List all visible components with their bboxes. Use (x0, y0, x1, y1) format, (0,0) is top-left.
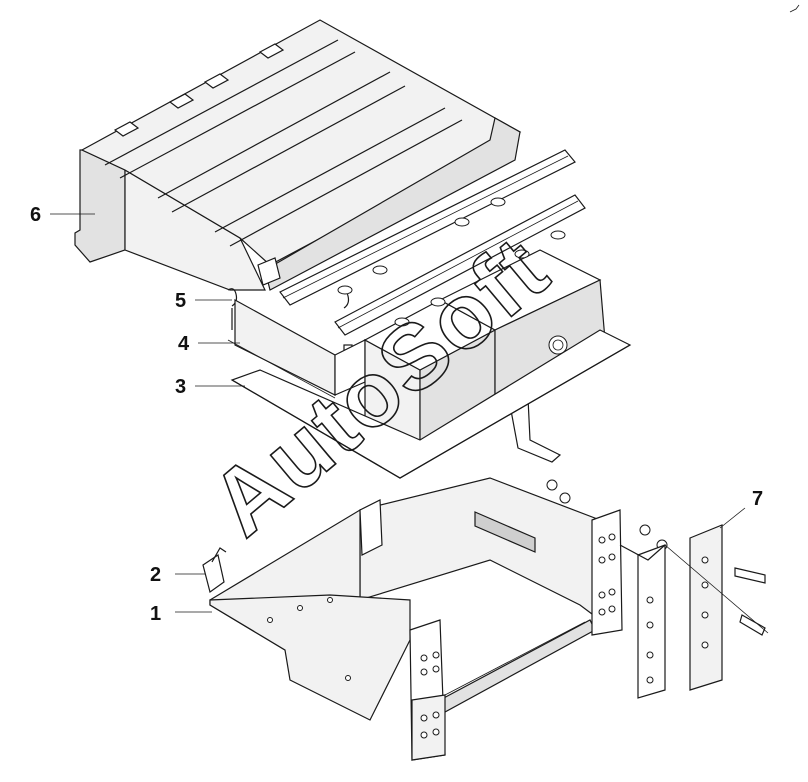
battery-frame (209, 477, 668, 761)
battery-cover (74, 19, 522, 291)
callout-6: 6 (30, 204, 41, 226)
mounting-bracket (619, 524, 769, 699)
callout-1: 1 (150, 603, 161, 625)
callout-2: 2 (150, 564, 161, 586)
leader-line-7 (719, 507, 746, 529)
latch-clip (202, 547, 227, 593)
leader-lines (50, 213, 746, 613)
battery-mat (227, 329, 632, 479)
callout-4: 4 (178, 333, 190, 355)
callout-3: 3 (175, 376, 186, 398)
corner-mark (789, 4, 800, 13)
callout-7: 7 (752, 488, 763, 510)
callout-5: 5 (175, 290, 186, 312)
